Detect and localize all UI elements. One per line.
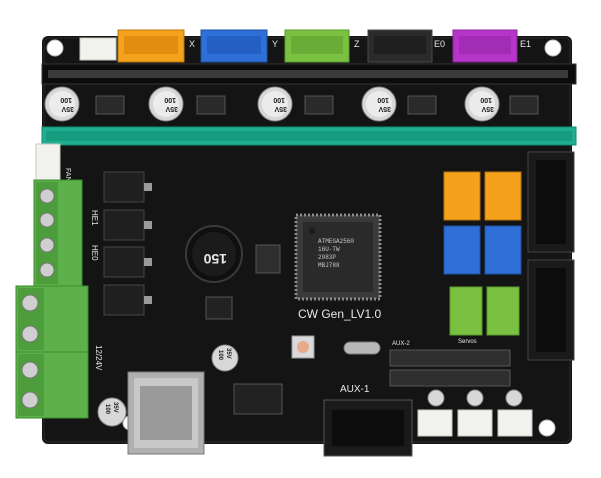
cap-3: 35V 100: [257, 86, 293, 122]
svg-text:100: 100: [104, 404, 110, 415]
white-connector: [79, 37, 117, 61]
bottom-capacitors: 35V 100 35V 100: [97, 344, 239, 427]
svg-text:100: 100: [217, 350, 223, 361]
exp-headers: [527, 151, 575, 361]
mcu-text-line3: 2083P: [318, 254, 336, 261]
reset-button: [291, 335, 315, 359]
endstop-label-x: X: [189, 39, 195, 49]
endstop-label-z: Z: [354, 39, 360, 49]
terminal-label-he1: HE1: [90, 210, 99, 226]
svg-text:100: 100: [480, 96, 492, 103]
aux1-label: AUX-1: [340, 384, 370, 395]
cap-4: 35V 100: [361, 86, 397, 122]
top-capacitors: 35V 100 35V 100 35V 100 35V 100 35V 100: [44, 86, 500, 122]
pin-headers: [255, 244, 511, 387]
driver-ic: [205, 296, 233, 320]
board-title: CW Gen_LV1.0: [298, 307, 381, 321]
terminal-label-he0: HE0: [90, 245, 99, 261]
screw-terminals-middle: [15, 285, 89, 353]
aux1-header: AUX-1: [323, 384, 413, 457]
right-connectors: [443, 171, 522, 336]
usb-connector: [127, 371, 205, 455]
servos-label: Servos: [458, 339, 477, 345]
endstop-labels: X Y Z E0 E1: [189, 39, 531, 49]
svg-text:35V: 35V: [225, 348, 231, 359]
mcu-text-line1: ATMEGA2560: [318, 238, 354, 245]
teal-header-strip: [41, 126, 577, 146]
svg-text:35V: 35V: [378, 105, 391, 112]
svg-text:35V: 35V: [112, 402, 118, 413]
svg-text:100: 100: [164, 96, 176, 103]
servo-connectors: [417, 389, 533, 437]
endstop-label-e0: E0: [434, 39, 445, 49]
svg-text:35V: 35V: [165, 105, 178, 112]
fan-connector: [35, 143, 61, 181]
aux2-label: AUX-2: [392, 341, 410, 347]
usb-serial-chip: [233, 383, 283, 415]
mosfets: [103, 171, 152, 316]
screw-terminals-upper: [33, 179, 83, 287]
power-label: 12/24V: [94, 345, 103, 371]
inductor: 150: [185, 225, 243, 283]
driver-socket-strip: [41, 63, 577, 85]
mcu-text-line4: MBJ788: [318, 262, 340, 269]
endstop-label-e1: E1: [520, 39, 531, 49]
microstep-jumpers: [95, 95, 539, 115]
endstop-label-y: Y: [272, 39, 278, 49]
crystal: [343, 341, 381, 355]
screw-terminals-lower: [15, 351, 89, 419]
fan-label: FAN: [64, 168, 71, 182]
svg-text:35V: 35V: [274, 105, 287, 112]
svg-text:35V: 35V: [61, 105, 74, 112]
svg-text:35V: 35V: [481, 105, 494, 112]
svg-text:100: 100: [377, 96, 389, 103]
cap-1: 35V 100: [44, 86, 80, 122]
mcu-text-line2: 16U-TW: [318, 246, 340, 253]
svg-text:100: 100: [60, 96, 72, 103]
svg-text:100: 100: [273, 96, 285, 103]
cap-5: 35V 100: [464, 86, 500, 122]
top-connectors: [79, 29, 518, 63]
inductor-label: 150: [203, 251, 227, 267]
cap-2: 35V 100: [148, 86, 184, 122]
mcu-chip: ATMEGA2560 16U-TW 2083P MBJ788: [294, 213, 382, 301]
